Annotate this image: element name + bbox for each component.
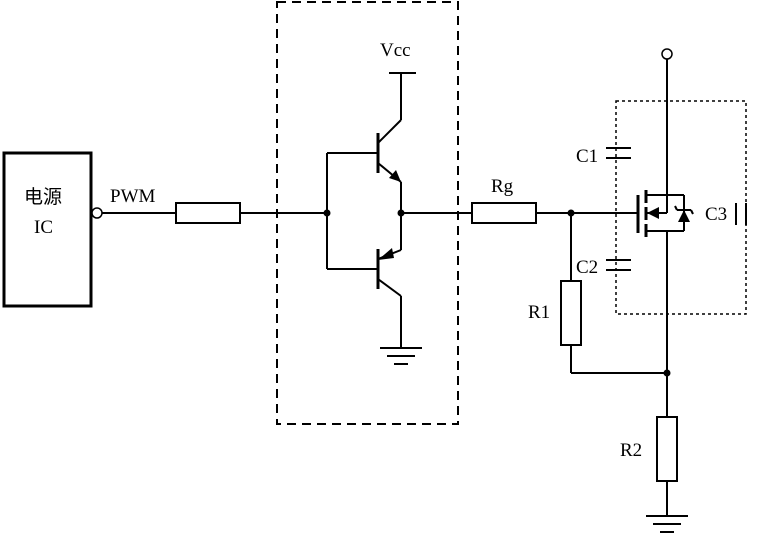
c1-capacitor — [606, 147, 631, 159]
r2-resistor — [656, 416, 678, 482]
c1-label: C1 — [576, 146, 598, 167]
pnp-transistor — [376, 248, 402, 297]
pwm-label: PWM — [110, 186, 156, 207]
mosfet-transistor — [636, 190, 694, 237]
ic-label-line2: IC — [34, 217, 53, 238]
rg-resistor — [471, 202, 537, 224]
driver-ground-icon — [380, 347, 422, 365]
rg-label: Rg — [491, 176, 514, 197]
c3-capacitor — [735, 203, 747, 225]
npn-transistor — [376, 119, 402, 183]
r1-label: R1 — [528, 302, 550, 323]
c2-label: C2 — [576, 257, 598, 278]
pwm-pin — [91, 207, 103, 219]
c2-capacitor — [606, 259, 631, 271]
vcc-label: Vcc — [380, 40, 411, 61]
c3-label: C3 — [705, 204, 727, 225]
power-ic-block — [2, 151, 93, 308]
ic-label-line1: 电源 — [24, 186, 62, 208]
ground-icon — [646, 515, 688, 533]
r1-resistor — [560, 280, 582, 346]
r2-label: R2 — [620, 440, 642, 461]
input-resistor — [175, 202, 241, 224]
source-node — [663, 369, 671, 377]
drain-terminal — [661, 48, 673, 60]
